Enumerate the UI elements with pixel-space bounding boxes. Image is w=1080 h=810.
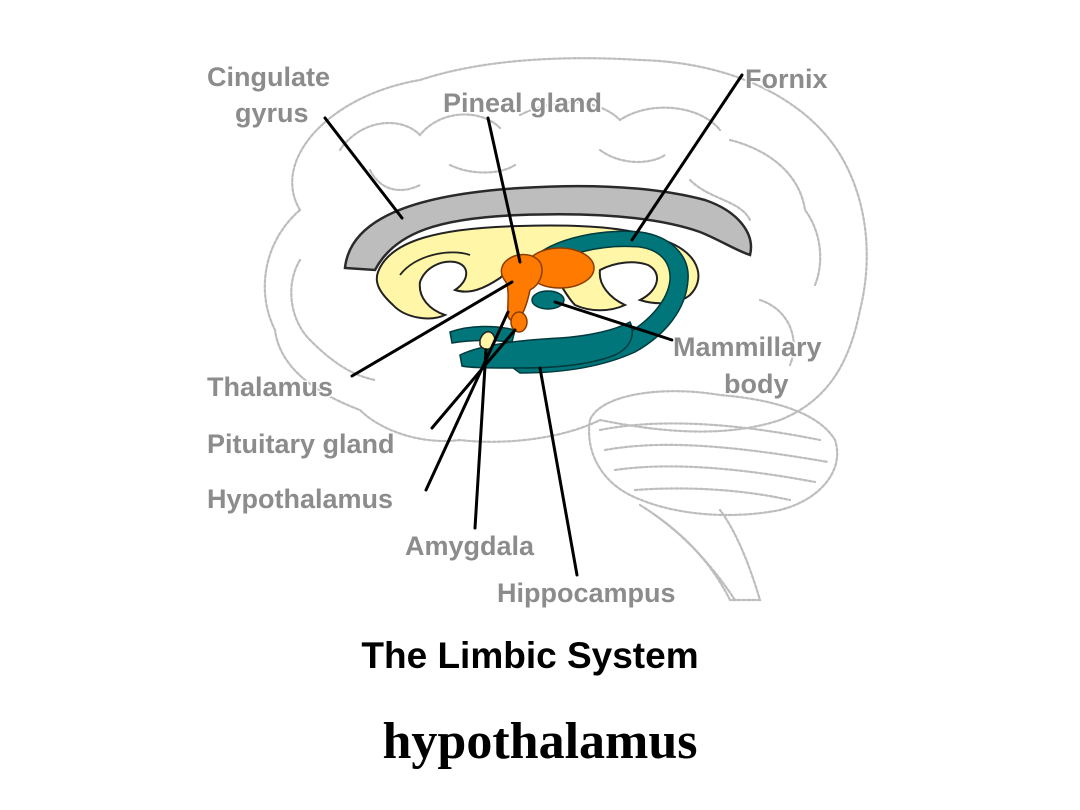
corpus-inner-line xyxy=(399,251,471,276)
leader-mammillary xyxy=(553,300,674,342)
label-cingulate-line2: gyrus xyxy=(235,98,309,128)
cingulate-gyrus-shape xyxy=(343,184,753,272)
brain-outline xyxy=(263,57,868,443)
mammillary-body-shape xyxy=(531,290,565,310)
brain-stem xyxy=(638,503,762,602)
label-hypothalamus: Hypothalamus xyxy=(207,484,393,514)
label-pituitary-gland: Pituitary gland xyxy=(207,429,395,459)
leader-thalamus xyxy=(350,280,514,378)
label-thalamus: Thalamus xyxy=(207,372,333,402)
leader-hippocampus xyxy=(538,366,579,577)
leader-hypothalamus xyxy=(424,310,510,492)
leader-pineal xyxy=(486,116,522,264)
pituitary-gland-shape xyxy=(510,311,528,333)
label-mammillary-line2: body xyxy=(724,369,789,399)
cerebellum xyxy=(587,390,839,517)
leader-cingulate xyxy=(323,116,404,220)
label-amygdala: Amygdala xyxy=(405,531,535,561)
label-fornix: Fornix xyxy=(745,64,828,94)
diagram-title: The Limbic System xyxy=(361,635,698,676)
fornix-shape xyxy=(502,230,689,374)
leader-lines xyxy=(323,73,744,577)
hippocampus-shape xyxy=(459,320,634,369)
leader-pituitary xyxy=(430,328,517,430)
label-hippocampus: Hippocampus xyxy=(497,578,676,608)
label-mammillary-line1: Mammillary xyxy=(673,332,822,362)
leader-fornix xyxy=(630,73,744,242)
leader-amygdala xyxy=(473,348,488,530)
label-cingulate-line1: Cingulate xyxy=(207,62,330,92)
slide-caption: hypothalamus xyxy=(382,713,698,770)
label-pineal-gland: Pineal gland xyxy=(443,88,602,118)
